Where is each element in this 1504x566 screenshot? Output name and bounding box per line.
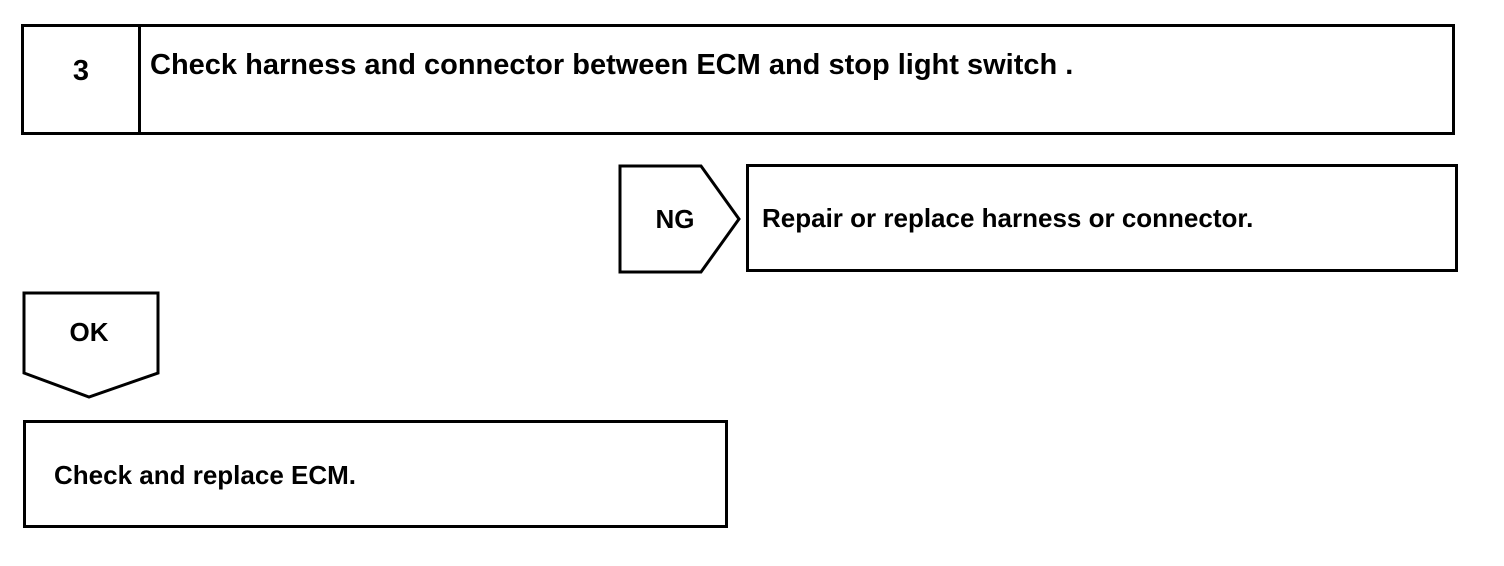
ng-label: NG bbox=[655, 204, 695, 234]
step-number: 3 bbox=[72, 55, 90, 87]
ng-action-text: Repair or replace harness or connector. bbox=[762, 203, 1254, 233]
ok-label: OK bbox=[69, 317, 109, 347]
ok-action-box: Check and replace ECM. bbox=[23, 420, 728, 528]
step-divider bbox=[138, 27, 141, 132]
ng-action-box: Repair or replace harness or connector. bbox=[746, 164, 1458, 272]
step-box: 3 Check harness and connector between EC… bbox=[21, 24, 1455, 135]
step-title: Check harness and connector between ECM … bbox=[150, 49, 1074, 81]
ok-action-text: Check and replace ECM. bbox=[54, 460, 356, 490]
